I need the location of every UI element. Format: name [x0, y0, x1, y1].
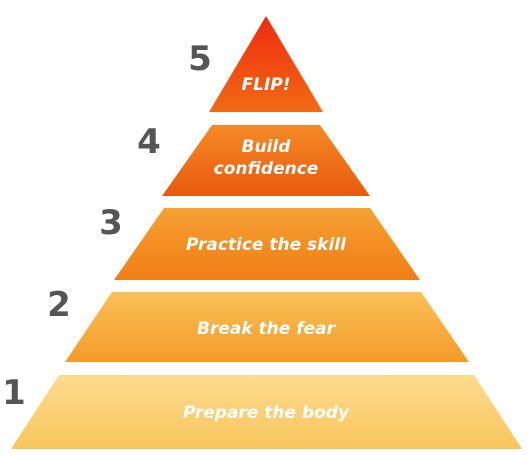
- tier-5-band: [209, 16, 323, 112]
- tier-4-number: 4: [137, 122, 161, 162]
- tier-3-band: [114, 208, 420, 280]
- tier-1: Prepare the body 1: [2, 373, 522, 449]
- tier-4-label-line-2: confidence: [214, 159, 319, 179]
- tier-3-label: Practice the skill: [186, 235, 347, 255]
- tier-4-band: [162, 125, 370, 196]
- tier-5-number: 5: [188, 39, 212, 79]
- tier-2-number: 2: [47, 285, 71, 325]
- tier-4: Build confidence 4: [137, 122, 370, 196]
- tier-1-band: [11, 375, 522, 449]
- tier-2-label: Break the fear: [197, 319, 337, 339]
- tier-5: FLIP! 5: [188, 16, 323, 112]
- tier-3: Practice the skill 3: [99, 203, 420, 280]
- tier-2-band: [65, 292, 469, 362]
- tier-4-label-line-1: Build: [242, 137, 292, 157]
- tier-1-number: 1: [2, 373, 26, 413]
- tier-1-label: Prepare the body: [183, 403, 350, 423]
- tier-3-number: 3: [99, 203, 123, 243]
- tier-5-label: FLIP!: [242, 75, 291, 95]
- tier-2: Break the fear 2: [47, 285, 469, 362]
